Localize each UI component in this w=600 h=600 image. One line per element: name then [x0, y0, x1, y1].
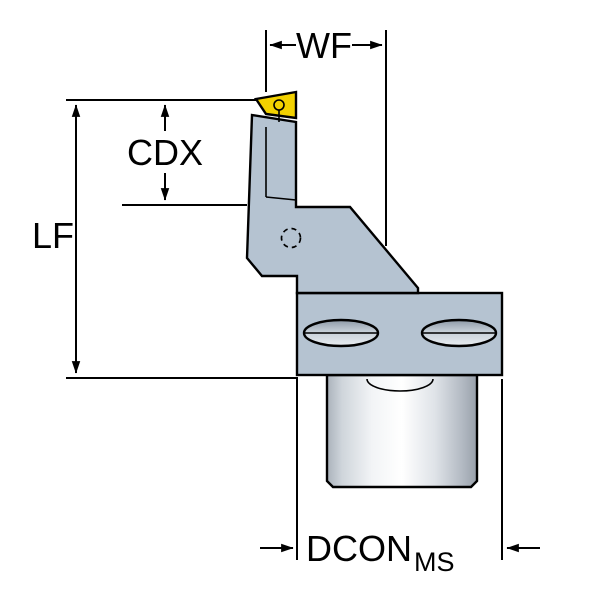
blade-seat-line	[265, 196, 297, 201]
cdx-label: CDX	[127, 132, 203, 173]
dimension-wf: WF	[265, 25, 387, 246]
cdx-label-background	[119, 131, 211, 173]
tool-drawing	[245, 90, 504, 489]
coupling-shank	[325, 373, 479, 489]
screw-hole-dashed-circle	[280, 227, 302, 249]
dcon-label: DCON	[306, 528, 412, 569]
dimension-cdx: CDX	[119, 104, 247, 206]
shank-neck-arc	[366, 378, 434, 392]
dimension-dcon: DCON MS	[260, 379, 540, 577]
lf-label: LF	[32, 215, 74, 256]
cutting-insert	[253, 90, 298, 120]
dcon-sub-label: MS	[414, 547, 455, 577]
wf-label: WF	[296, 25, 352, 66]
tool-head	[245, 113, 420, 295]
dimension-lf: LF	[32, 99, 298, 379]
